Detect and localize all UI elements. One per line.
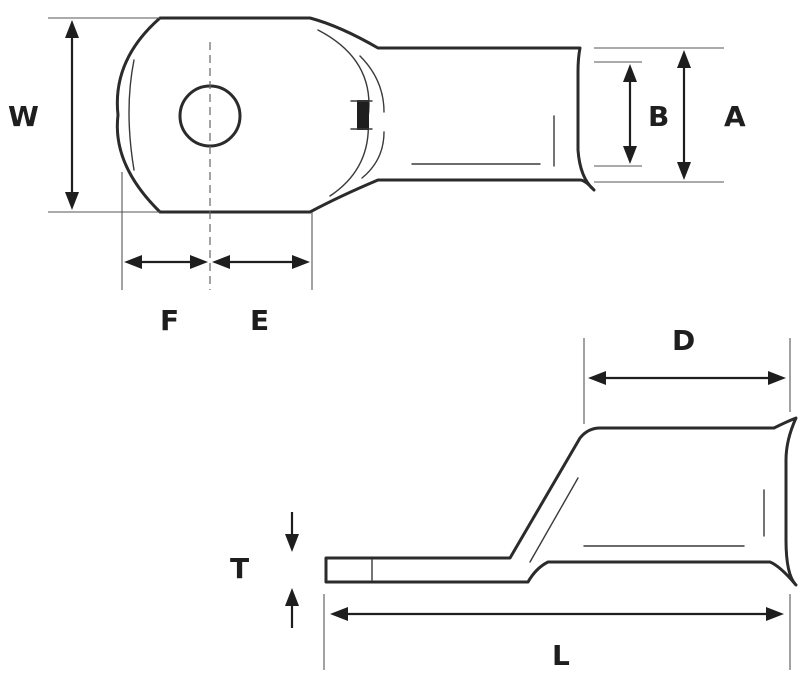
label-e: E — [250, 304, 269, 337]
top-view — [48, 16, 724, 290]
barrel-transition-line-3 — [361, 131, 385, 179]
dimension-f — [124, 255, 208, 269]
label-w: W — [8, 100, 39, 133]
label-d: D — [672, 324, 695, 357]
side-slope-inner-line — [529, 477, 579, 563]
side-view — [285, 338, 798, 670]
label-l: L — [552, 639, 570, 672]
dimension-e — [212, 255, 310, 269]
label-f: F — [160, 304, 179, 337]
dimension-b — [623, 64, 637, 164]
dimension-t — [285, 512, 299, 628]
dimension-w — [65, 20, 79, 210]
lug-top-outline — [115, 16, 596, 214]
tongue-shading-line — [128, 59, 135, 171]
dimension-a — [677, 50, 691, 180]
dimension-d — [588, 371, 786, 385]
label-b: B — [648, 100, 669, 133]
label-a: A — [724, 100, 746, 133]
barrel-transition-line-2 — [359, 55, 385, 113]
label-t: T — [230, 552, 249, 585]
inspection-window-mark — [357, 100, 369, 130]
lug-side-outline — [324, 416, 798, 587]
dimension-l — [330, 607, 784, 621]
